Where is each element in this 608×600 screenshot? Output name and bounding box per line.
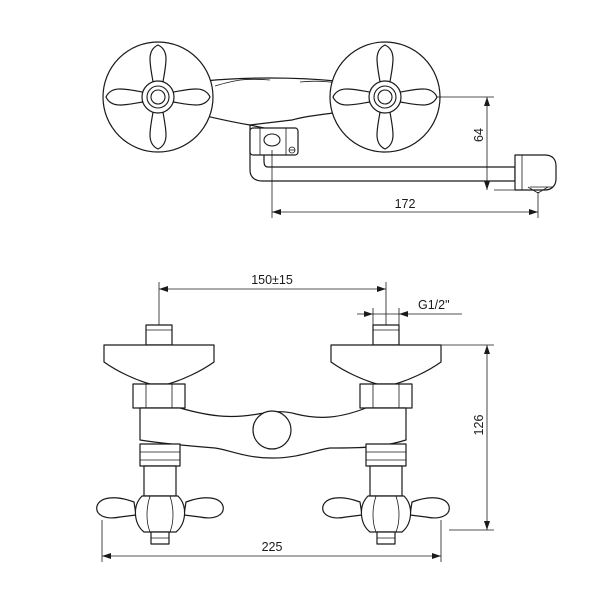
dim-overall-width-label: 225 [262,540,283,554]
right-flange [330,344,442,385]
right-valve-body [365,443,407,497]
left-hex-nut [132,383,186,409]
dim-thread-label: G1/2" [418,298,450,312]
left-side-handle [96,495,224,545]
dim-depth-label: 64 [472,128,486,142]
dimension-depth: 64 [437,96,520,191]
right-inlet [372,324,400,346]
front-view: 150±15 G1/2" 126 225 [96,273,494,562]
dimension-overall-width: 225 [101,520,442,562]
dim-height-label: 126 [472,415,486,436]
dimension-thread: G1/2" [357,298,462,325]
right-hex-nut [359,383,413,409]
dim-spout-reach-label: 172 [395,197,416,211]
dim-centers-label: 150±15 [251,273,293,287]
spout [249,124,557,194]
dimension-centers: 150±15 [158,273,387,325]
dimension-spout-reach: 172 [271,150,539,218]
right-side-handle [322,495,450,545]
front-spout-outlet [252,410,292,450]
left-flange [103,344,215,385]
center-boss [249,127,299,156]
dimension-height: 126 [441,344,494,531]
left-inlet [145,324,173,346]
top-view: 64 172 [102,41,557,218]
left-valve-body [139,443,181,497]
